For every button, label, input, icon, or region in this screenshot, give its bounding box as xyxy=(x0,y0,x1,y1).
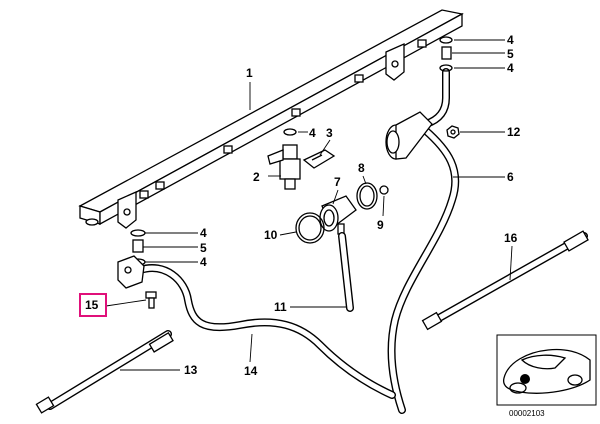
hose-11[interactable] xyxy=(338,232,354,312)
callout-13: 13 xyxy=(184,363,198,377)
injector-2[interactable] xyxy=(267,128,301,190)
callout-12: 12 xyxy=(507,125,521,139)
callout-4b: 4 xyxy=(507,33,514,47)
leader-lines xyxy=(105,39,513,371)
callout-10: 10 xyxy=(264,228,278,242)
reference-code: 00002103 xyxy=(509,409,545,418)
hose-16[interactable] xyxy=(421,230,589,331)
pressure-regulator[interactable] xyxy=(385,111,433,160)
callout-5a: 5 xyxy=(507,47,514,61)
highlight-box-15 xyxy=(79,293,107,317)
callout-4e: 4 xyxy=(200,255,207,269)
callout-8: 8 xyxy=(358,161,365,175)
washer-9[interactable] xyxy=(379,185,389,195)
callout-15: 15 xyxy=(85,298,99,312)
callout-16: 16 xyxy=(504,231,518,245)
return-hose-6[interactable] xyxy=(387,126,460,414)
callout-4a: 4 xyxy=(309,126,316,140)
callout-11: 11 xyxy=(274,300,287,314)
callout-14: 14 xyxy=(244,364,258,378)
callout-7: 7 xyxy=(334,175,341,189)
bolt-15[interactable] xyxy=(145,291,157,309)
ring-10[interactable] xyxy=(295,212,325,244)
callout-5b: 5 xyxy=(200,241,207,255)
callout-1: 1 xyxy=(246,66,253,80)
callout-4c: 4 xyxy=(507,61,514,75)
hose-13[interactable] xyxy=(35,330,174,414)
callout-6: 6 xyxy=(507,170,514,184)
clip-3[interactable] xyxy=(302,149,336,169)
callout-labels: 1 2 3 4 4 4 4 4 5 5 6 7 8 9 10 11 12 13 … xyxy=(85,33,521,378)
car-location-inset: 00002103 xyxy=(496,334,597,418)
ring-8[interactable] xyxy=(356,182,378,210)
fuel-rail[interactable] xyxy=(78,9,464,229)
callout-3: 3 xyxy=(326,126,333,140)
callout-2: 2 xyxy=(253,170,260,184)
callout-4d: 4 xyxy=(200,226,207,240)
feed-line-14[interactable] xyxy=(117,255,396,399)
regulator-7[interactable] xyxy=(319,195,357,235)
upper-feed-pipe[interactable] xyxy=(422,68,450,128)
callout-9: 9 xyxy=(377,218,384,232)
bolt-12[interactable] xyxy=(446,125,460,139)
upper-seal-set[interactable] xyxy=(439,36,453,72)
